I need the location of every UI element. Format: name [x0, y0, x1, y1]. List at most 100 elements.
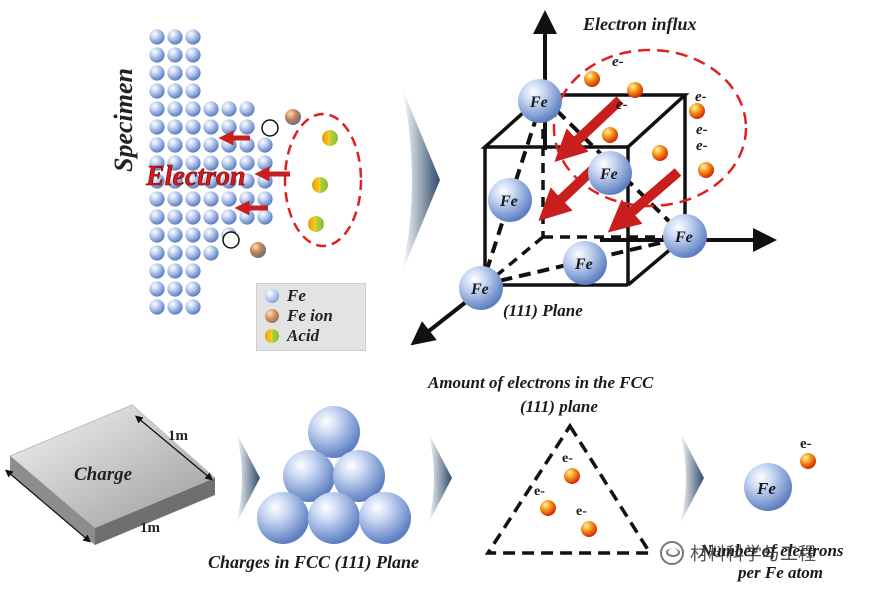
specimen-fe-atom — [221, 191, 237, 207]
lattice-electron-label: e- — [695, 89, 707, 105]
acid-molecule — [308, 216, 324, 232]
wechat-icon — [660, 541, 684, 565]
lattice-fe-label: Fe — [574, 256, 593, 273]
fcc-sphere — [333, 450, 385, 502]
lattice-fe-atom — [488, 178, 532, 222]
specimen-atom-grid — [149, 29, 273, 315]
legend-item-acid: Acid — [265, 326, 319, 346]
triangle-electrons: e-e-e- — [534, 451, 597, 537]
specimen-fe-atom — [149, 155, 165, 171]
dimension-label-front: 1m — [140, 520, 161, 536]
specimen-fe-atom — [203, 101, 219, 117]
specimen-fe-atom — [167, 29, 183, 45]
specimen-fe-atom — [221, 209, 237, 225]
lattice-fe-atom — [563, 241, 607, 285]
triangle-electron-label: e- — [534, 484, 545, 499]
dimension-line — [5, 469, 91, 543]
specimen-fe-atom — [257, 209, 273, 225]
legend-item-fe-ion: Fe ion — [265, 306, 333, 326]
specimen-fe-atom — [167, 155, 183, 171]
specimen-fe-atom — [185, 281, 201, 297]
acid-molecule — [312, 177, 328, 193]
specimen-fe-atom — [149, 245, 165, 261]
specimen-fe-atom — [185, 263, 201, 279]
specimen-fe-atom — [257, 191, 273, 207]
lattice-electron — [689, 103, 705, 119]
legend-box: Fe Fe ion Acid — [256, 283, 366, 351]
specimen-fe-atom — [185, 47, 201, 63]
specimen-fe-atom — [149, 137, 165, 153]
lattice-electron — [698, 162, 714, 178]
specimen-fe-atom — [185, 209, 201, 225]
process-chevron — [236, 432, 260, 524]
specimen-fe-atom — [167, 137, 183, 153]
fe-atom-icon — [265, 289, 279, 303]
electron-influx-outline — [552, 48, 748, 208]
specimen-fe-atom — [149, 209, 165, 225]
lattice-electron-label: e- — [696, 122, 708, 138]
specimen-fe-atom — [149, 29, 165, 45]
specimen-fe-atom — [185, 29, 201, 45]
specimen-title: Specimen — [109, 68, 138, 172]
fcc-sphere — [308, 406, 360, 458]
specimen-fe-atom — [149, 119, 165, 135]
specimen-fe-atom — [203, 227, 219, 243]
lattice-electron — [584, 71, 600, 87]
specimen-fe-atom — [185, 173, 201, 189]
specimen-fe-atom — [239, 155, 255, 171]
electron-label: Electron — [145, 161, 246, 192]
specimen-fe-atom — [221, 119, 237, 135]
specimen-fe-atom — [149, 173, 165, 189]
electron-influx-title: Electron influx — [582, 14, 697, 34]
specimen-fe-atom — [203, 173, 219, 189]
specimen-fe-atom — [185, 101, 201, 117]
specimen-fe-atom — [149, 299, 165, 315]
specimen-fe-atom — [203, 191, 219, 207]
specimen-fe-atom — [239, 137, 255, 153]
lattice-electrons: e-e-e-e-e- — [584, 54, 714, 178]
specimen-fe-atom — [185, 155, 201, 171]
specimen-fe-atom — [239, 191, 255, 207]
specimen-fe-atom — [167, 209, 183, 225]
lattice-fe-atom — [588, 151, 632, 195]
specimen-fe-atom — [203, 245, 219, 261]
specimen-fe-atom — [257, 155, 273, 171]
process-chevron — [402, 88, 440, 272]
specimen-fe-atom — [239, 119, 255, 135]
specimen-fe-atom — [167, 191, 183, 207]
specimen-fe-atom — [239, 101, 255, 117]
amount-title-line1: Amount of electrons in the FCC — [427, 373, 654, 392]
fcc-plane-caption: Charges in FCC (111) Plane — [208, 552, 419, 573]
lattice-fe-label: Fe — [599, 166, 618, 183]
triangle-electron — [540, 500, 556, 516]
specimen-fe-atom — [167, 281, 183, 297]
influx-arrow — [607, 168, 682, 233]
legend-item-fe: Fe — [265, 286, 306, 306]
watermark-text: 材料科学与工程 — [690, 544, 816, 565]
specimen-fe-atom — [185, 137, 201, 153]
dimension-line — [135, 415, 213, 481]
specimen-fe-atom — [185, 119, 201, 135]
fcc-sphere — [257, 492, 309, 544]
number-caption-line1: Number of electrons — [699, 541, 844, 560]
triangle-electron — [564, 468, 580, 484]
specimen-fe-atom — [149, 65, 165, 81]
specimen-fe-atom — [185, 227, 201, 243]
specimen-fe-atom — [221, 173, 237, 189]
specimen-fe-atom — [149, 101, 165, 117]
fe-atom-single — [744, 463, 792, 511]
lattice-fe-atom — [459, 266, 503, 310]
acid-molecule — [322, 130, 338, 146]
specimen-fe-atom — [221, 155, 237, 171]
specimen-fe-atom — [203, 137, 219, 153]
specimen-fe-atom — [149, 191, 165, 207]
specimen-fe-atom — [203, 119, 219, 135]
specimen-fe-atom — [167, 65, 183, 81]
plane-triangle-outline — [484, 422, 654, 555]
number-caption-line2: per Fe atom — [736, 563, 823, 582]
specimen-fe-atom — [167, 263, 183, 279]
vacancy-site — [261, 119, 279, 137]
specimen-fe-atom — [167, 245, 183, 261]
